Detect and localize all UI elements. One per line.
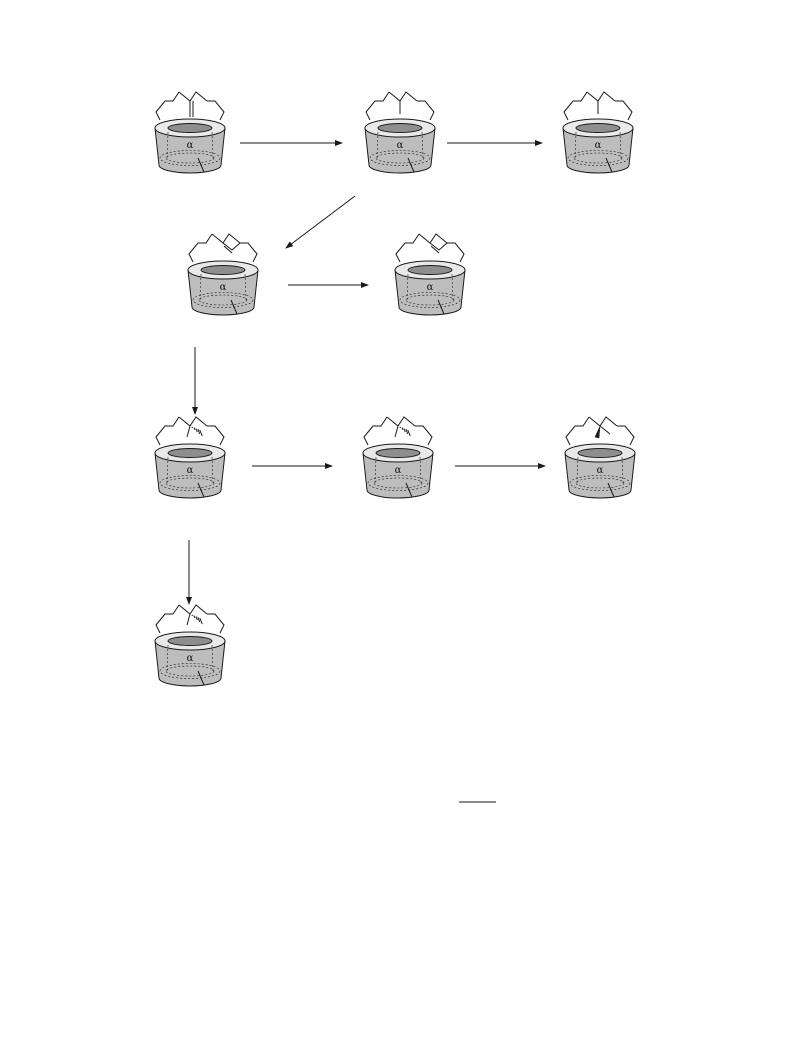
hidden-base-inner	[375, 152, 425, 164]
hidden-base-outer	[159, 150, 221, 166]
tether-chain	[363, 416, 433, 446]
cyclodextrin-complex-3: α	[562, 91, 634, 174]
guest-branched-alkyl	[388, 91, 418, 114]
reaction-arrow-m2-m4	[285, 195, 356, 249]
cavity-opening	[167, 123, 213, 133]
guest-internal-alkene	[211, 233, 241, 254]
cavity-label: α	[187, 653, 194, 664]
pointer-tick	[437, 299, 445, 315]
cavity-label: α	[220, 282, 227, 293]
cavity-label: α	[187, 465, 194, 476]
cavity-label: α	[427, 282, 434, 293]
pointer-tick	[607, 482, 615, 498]
cavity-label: α	[187, 140, 194, 151]
hidden-edge-right	[211, 131, 214, 159]
tether-chain	[395, 233, 465, 263]
cavity-opening	[375, 448, 421, 458]
guest-branched-alkyl	[586, 91, 616, 114]
hidden-edge-right	[211, 456, 214, 484]
hidden-base-outer	[159, 475, 221, 491]
hidden-base-outer	[399, 292, 461, 308]
pointer-tick	[197, 482, 205, 498]
hidden-edge-left	[374, 456, 377, 484]
hidden-base-outer	[159, 663, 221, 679]
cyclodextrin-complex-4: α	[187, 233, 259, 316]
tether-chain	[365, 91, 435, 121]
guest-internal-alkene	[418, 233, 448, 254]
cyclodextrin-complex-2: α	[364, 91, 436, 174]
cavity-opening	[200, 265, 246, 275]
pointer-tick	[197, 157, 205, 173]
hidden-base-outer	[369, 150, 431, 166]
hidden-edge-left	[166, 131, 169, 159]
cavity-label: α	[397, 140, 404, 151]
hidden-edge-left	[376, 131, 379, 159]
hidden-edge-left	[166, 456, 169, 484]
cavity-opening	[377, 123, 423, 133]
guest-solid-wedge-stereocenter	[588, 416, 618, 439]
hidden-base-inner	[575, 477, 625, 489]
cyclodextrin-complex-5: α	[394, 233, 466, 316]
guest-hashed-wedge-stereocenter	[178, 416, 208, 438]
cyclodextrin-complex-1: α	[154, 91, 226, 174]
hidden-base-outer	[569, 475, 631, 491]
pointer-tick	[605, 157, 613, 173]
hidden-edge-left	[406, 273, 409, 301]
tether-chain	[188, 233, 258, 263]
tether-chain	[155, 416, 225, 446]
tether-chain	[563, 91, 633, 121]
hidden-edge-right	[621, 456, 624, 484]
hidden-base-outer	[192, 292, 254, 308]
tether-chain	[155, 91, 225, 121]
cyclodextrin-complex-8: α	[564, 416, 636, 499]
cavity-label: α	[595, 140, 602, 151]
tether-chain	[565, 416, 635, 446]
hidden-edge-right	[619, 131, 622, 159]
hidden-edge-left	[576, 456, 579, 484]
hidden-base-inner	[165, 152, 215, 164]
tether-chain	[155, 604, 225, 634]
hidden-base-inner	[198, 294, 248, 306]
arrows-layer	[186, 140, 546, 605]
cavity-label: α	[597, 465, 604, 476]
guest-exo-alkene	[178, 91, 208, 117]
cavity-opening	[167, 448, 213, 458]
guest-hashed-wedge-stereocenter	[386, 416, 416, 438]
hidden-base-inner	[165, 665, 215, 677]
hidden-base-inner	[405, 294, 455, 306]
pointer-tick	[407, 157, 415, 173]
hidden-base-inner	[165, 477, 215, 489]
hidden-edge-left	[199, 273, 202, 301]
hidden-edge-right	[244, 273, 247, 301]
cyclodextrin-complex-7: α	[362, 416, 434, 499]
hidden-edge-left	[166, 644, 169, 672]
hidden-base-inner	[573, 152, 623, 164]
hidden-base-outer	[367, 475, 429, 491]
molecules-layer: α α α α α α α α α	[154, 91, 636, 687]
pointer-tick	[197, 670, 205, 686]
cavity-opening	[577, 448, 623, 458]
cavity-opening	[407, 265, 453, 275]
hidden-edge-right	[419, 456, 422, 484]
guest-hashed-wedge-stereocenter	[178, 604, 208, 626]
hidden-edge-right	[211, 644, 214, 672]
hidden-edge-left	[574, 131, 577, 159]
hidden-edge-right	[451, 273, 454, 301]
cavity-opening	[575, 123, 621, 133]
hidden-base-inner	[373, 477, 423, 489]
hidden-edge-right	[421, 131, 424, 159]
cavity-opening	[167, 636, 213, 646]
hidden-base-outer	[567, 150, 629, 166]
cavity-label: α	[395, 465, 402, 476]
pointer-tick	[230, 299, 238, 315]
pointer-tick	[405, 482, 413, 498]
cyclodextrin-complex-9: α	[154, 604, 226, 687]
cyclodextrin-complex-6: α	[154, 416, 226, 499]
